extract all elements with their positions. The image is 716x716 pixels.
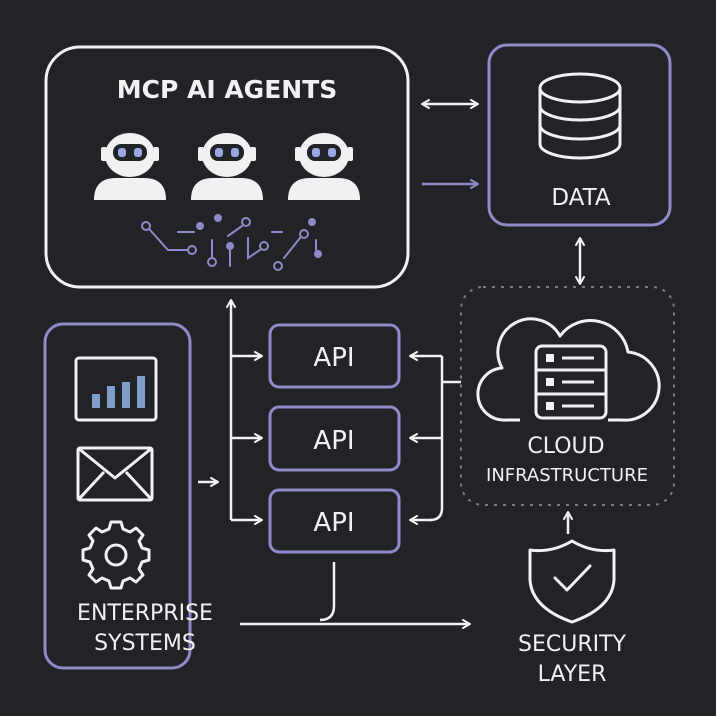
cloud-label-line1: CLOUD <box>527 434 604 459</box>
bar-chart-icon <box>74 356 158 422</box>
gear-icon <box>81 520 151 590</box>
robot-icon <box>288 133 360 200</box>
api-security-connector <box>240 562 471 629</box>
circuit-network-icon <box>141 214 322 271</box>
cloud-api-connector <box>409 351 461 525</box>
security-label-line1: SECURITY <box>518 632 627 657</box>
api-label: API <box>313 426 354 456</box>
api-agents-connector <box>226 299 263 525</box>
cloud-infrastructure-box[interactable]: CLOUD INFRASTRUCTURE <box>460 286 675 506</box>
enterprise-label-line1: ENTERPRISE <box>77 601 213 626</box>
enterprise-label-line2: SYSTEMS <box>94 631 196 656</box>
robot-icon <box>191 133 263 200</box>
agents-title: MCP AI AGENTS <box>117 75 338 104</box>
api-box-1[interactable]: API <box>268 323 401 389</box>
api-box-2[interactable]: API <box>268 405 401 472</box>
enterprise-systems-box[interactable]: ENTERPRISE SYSTEMS <box>43 322 213 670</box>
api-label: API <box>313 508 354 538</box>
security-layer[interactable]: SECURITY LAYER <box>518 539 627 687</box>
data-box[interactable]: DATA <box>487 43 672 227</box>
database-icon <box>538 72 622 160</box>
data-label: DATA <box>551 185 611 211</box>
agents-box[interactable]: MCP AI AGENTS <box>44 45 410 289</box>
cloud-label-line2: INFRASTRUCTURE <box>486 465 648 486</box>
mail-icon <box>76 446 154 502</box>
shield-check-icon <box>528 539 616 624</box>
api-label: API <box>313 343 354 373</box>
cloud-server-icon <box>476 317 661 422</box>
robot-icon <box>94 133 166 200</box>
security-label-line2: LAYER <box>538 662 607 687</box>
api-box-3[interactable]: API <box>268 488 401 554</box>
